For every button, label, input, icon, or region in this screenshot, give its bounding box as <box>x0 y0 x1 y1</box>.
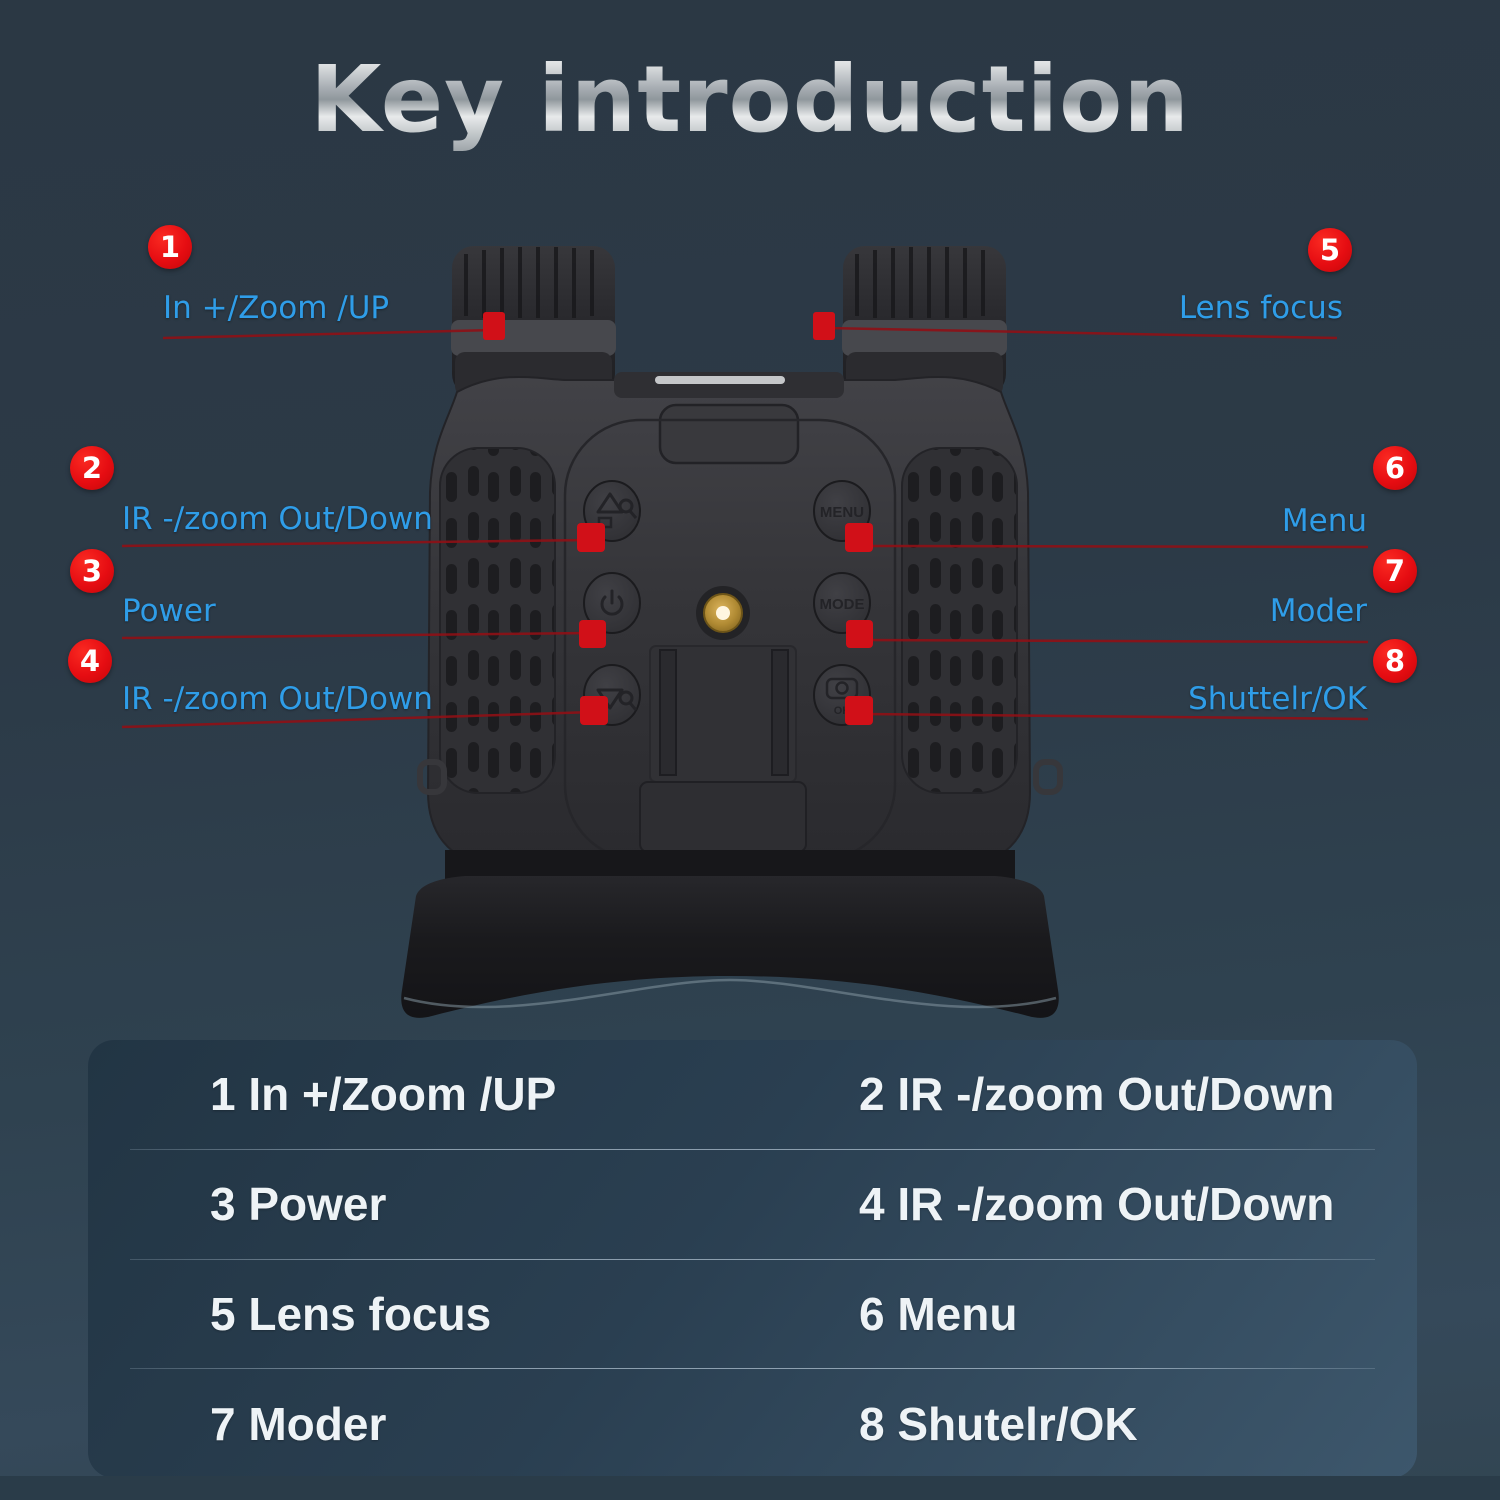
rubber-eyecup <box>401 876 1059 1018</box>
left-eyepiece-knob <box>451 246 616 396</box>
callout-1-badge: 1 <box>148 225 192 269</box>
callout-line-8 <box>858 712 1369 721</box>
callout-2-badge: 2 <box>70 446 114 490</box>
legend-divider <box>130 1258 1375 1260</box>
callout-line-2 <box>121 538 592 548</box>
callout-5-label: Lens focus <box>1178 290 1343 326</box>
marker-8 <box>845 696 873 725</box>
callout-markers <box>483 312 873 725</box>
legend-cell: 7 Moder <box>210 1397 387 1450</box>
legend-divider <box>130 1368 1375 1370</box>
legend-cell: 2 IR -/zoom Out/Down <box>859 1068 1335 1121</box>
footer-strip <box>0 1476 1500 1500</box>
left-strap-lug <box>417 759 447 795</box>
callout-line-1 <box>162 328 495 340</box>
callout-1-label: In +/Zoom /UP <box>163 290 390 326</box>
callout-6-label: Menu <box>1281 503 1367 539</box>
legend-row-4: 7 Moder 8 Shutelr/OK <box>88 1369 1417 1478</box>
legend-panel: 1 In +/Zoom /UP 2 IR -/zoom Out/Down 3 P… <box>88 1040 1417 1478</box>
legend-cell: 8 Shutelr/OK <box>859 1397 1138 1450</box>
marker-4 <box>580 696 608 725</box>
left-grip <box>439 447 556 794</box>
callout-line-4 <box>121 710 595 729</box>
callout-8-label: Shuttelr/OK <box>1188 681 1367 717</box>
callout-line-5 <box>823 326 1338 340</box>
callout-4-label: IR -/zoom Out/Down <box>122 681 433 717</box>
marker-6 <box>845 523 873 552</box>
callout-line-3 <box>121 631 593 640</box>
legend-divider <box>130 1148 1375 1150</box>
mode-button: MODE <box>813 572 871 634</box>
marker-2 <box>577 523 605 552</box>
right-grip <box>901 447 1018 794</box>
callout-2-label: IR -/zoom Out/Down <box>122 501 433 537</box>
page-title: Key introduction <box>0 46 1500 153</box>
callout-3-label: Power <box>122 593 216 629</box>
callout-line-6 <box>858 544 1369 549</box>
right-eyepiece-knob <box>842 246 1007 396</box>
callout-7-badge: 7 <box>1373 549 1417 593</box>
marker-5 <box>813 312 835 340</box>
menu-button-label: MENU <box>820 504 864 521</box>
legend-cell: 5 Lens focus <box>210 1287 492 1340</box>
callout-6-badge: 6 <box>1373 446 1417 490</box>
legend-row-3: 5 Lens focus 6 Menu <box>88 1260 1417 1369</box>
callout-3-badge: 3 <box>70 549 114 593</box>
mode-button-label: MODE <box>820 596 865 613</box>
power-button <box>583 572 641 634</box>
marker-7 <box>846 620 873 648</box>
callout-line-7 <box>858 638 1369 644</box>
camera-icon <box>825 677 859 700</box>
legend-cell: 6 Menu <box>859 1287 1018 1340</box>
callout-lines <box>121 326 1369 729</box>
callout-4-badge: 4 <box>68 639 112 683</box>
right-strap-lug <box>1033 759 1063 795</box>
legend-row-2: 3 Power 4 IR -/zoom Out/Down <box>88 1150 1417 1259</box>
legend-row-1: 1 In +/Zoom /UP 2 IR -/zoom Out/Down <box>88 1040 1417 1149</box>
marker-3 <box>579 620 606 648</box>
legend-cell: 4 IR -/zoom Out/Down <box>859 1178 1335 1231</box>
callout-7-label: Moder <box>1269 593 1367 629</box>
legend-cell: 1 In +/Zoom /UP <box>210 1068 557 1121</box>
marker-1 <box>483 312 505 340</box>
callout-5-badge: 5 <box>1308 228 1352 272</box>
callout-8-badge: 8 <box>1373 639 1417 683</box>
legend-cell: 3 Power <box>210 1178 387 1231</box>
